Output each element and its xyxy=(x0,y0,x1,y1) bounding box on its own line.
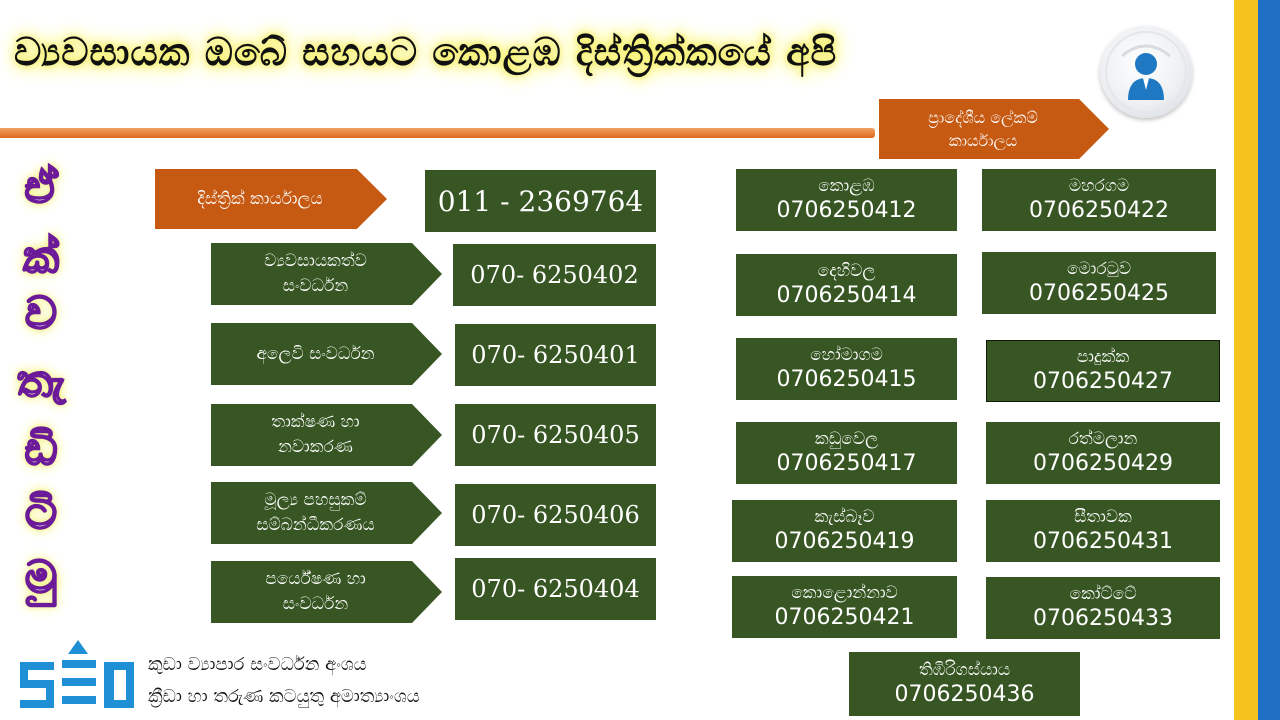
office-box: පාදුක්ක 0706250427 xyxy=(986,340,1220,402)
unit-phone: 070- 6250402 xyxy=(453,244,656,306)
unit-label-line1: ව්‍යවසායකත්ව xyxy=(264,251,367,272)
unit-label: අලෙවි සංවර්ධන xyxy=(211,323,442,385)
office-phone: 0706250427 xyxy=(1033,368,1173,394)
unit-label-line2: සංවර්ධන xyxy=(282,276,349,296)
title-underline xyxy=(0,128,875,138)
unit-label: පර්යේෂණ හා සංවර්ධන xyxy=(211,561,442,623)
footer-division: කුඩා ව්‍යාපාර සංවර්ධන අංශය xyxy=(148,654,367,675)
vertical-letter: ඩි xyxy=(24,423,59,476)
vertical-letter: ඒ xyxy=(24,161,59,214)
office-phone: 0706250425 xyxy=(1029,280,1169,306)
office-name: දෙහිවල xyxy=(817,260,876,281)
office-box: කැස්බෑව 0706250419 xyxy=(732,500,957,562)
office-box: රත්මලාන 0706250429 xyxy=(986,422,1220,484)
office-name: මහරගම xyxy=(1068,175,1130,196)
unit-label-line1: අලෙවි සංවර්ධන xyxy=(256,343,375,364)
office-box: කෝට්ටේ 0706250433 xyxy=(986,577,1220,639)
office-box: දෙහිවල 0706250414 xyxy=(736,254,957,316)
office-name: කොළඹ xyxy=(818,175,875,196)
office-phone: 0706250433 xyxy=(1033,605,1173,631)
vertical-letter: ටි xyxy=(24,487,58,540)
office-name: පාදුක්ක xyxy=(1076,346,1130,367)
office-phone: 0706250429 xyxy=(1033,450,1173,476)
office-box: කොළොන්නාව 0706250421 xyxy=(732,576,957,638)
contact-person-icon xyxy=(1100,26,1192,118)
yellow-stripe xyxy=(1234,0,1258,720)
page-title: ව්‍යවසායක ඔබේ සහයට කොළඹ දිස්ත්‍රික්කයේ අ… xyxy=(14,30,838,74)
unit-label-line1: මූල්‍ය පහසුකම් xyxy=(264,490,367,511)
divisional-secretariat-line2: කාර්යාලය xyxy=(948,131,1018,150)
office-phone: 0706250417 xyxy=(776,450,917,476)
sed-logo-icon xyxy=(20,640,136,712)
unit-label-line2: සංවර්ධන xyxy=(282,594,349,614)
vertical-letter: ව xyxy=(24,287,58,340)
unit-phone: 070- 6250406 xyxy=(455,484,656,546)
divisional-secretariat-label: ප්‍රාදේශීය ලේකම් කාර්යාලය xyxy=(879,99,1109,159)
office-phone: 0706250431 xyxy=(1033,528,1173,554)
unit-phone: 070- 6250405 xyxy=(455,404,656,466)
office-name: රත්මලාන xyxy=(1068,428,1138,449)
office-box: හෝමාගම 0706250415 xyxy=(736,338,957,400)
office-name: කෝට්ටේ xyxy=(1069,583,1137,604)
office-phone: 0706250414 xyxy=(776,282,917,308)
unit-label: ව්‍යවසායකත්ව සංවර්ධන xyxy=(211,243,442,305)
office-name: හෝමාගම xyxy=(810,344,883,365)
office-phone: 0706250421 xyxy=(774,604,915,630)
office-phone: 0706250436 xyxy=(894,681,1035,707)
office-box: කඩුවෙල 0706250417 xyxy=(736,422,957,484)
office-phone: 0706250419 xyxy=(774,528,915,554)
unit-label-line1: තාක්ෂණ හා xyxy=(271,412,360,433)
divisional-secretariat-line1: ප්‍රාදේශීය ලේකම් xyxy=(928,107,1038,127)
unit-label: තාක්ෂණ හා නවාකරණ xyxy=(211,404,442,466)
unit-label-line2: නවාකරණ xyxy=(278,437,353,457)
unit-label-line2: සම්බන්ධීකරණය xyxy=(256,515,375,535)
office-phone: 0706250412 xyxy=(776,197,917,223)
office-phone: 0706250415 xyxy=(776,366,917,392)
district-office-phone: 011 - 2369764 xyxy=(425,170,656,232)
office-box: කොළඹ 0706250412 xyxy=(736,169,957,231)
office-box: මොරටුව 0706250425 xyxy=(982,252,1216,314)
blue-stripe xyxy=(1258,0,1280,720)
office-name: සීතාවක xyxy=(1074,506,1132,527)
district-office-label: දිස්ත්‍රික් කාර්යාලය xyxy=(155,169,387,229)
office-name: කැස්බෑව xyxy=(814,506,875,527)
office-name: මොරටුව xyxy=(1066,258,1132,279)
office-name: කඩුවෙල xyxy=(814,428,879,449)
vertical-letter: තැ xyxy=(16,355,66,408)
unit-phone: 070- 6250404 xyxy=(455,558,656,620)
office-phone: 0706250422 xyxy=(1029,197,1169,223)
office-box: සීතාවක 0706250431 xyxy=(986,500,1220,562)
footer-ministry: ක්‍රීඩා හා තරුණ කටයුතු අමාත්‍යාංශය xyxy=(148,686,420,707)
unit-label: මූල්‍ය පහසුකම් සම්බන්ධීකරණය xyxy=(211,482,442,544)
vertical-letter: මු xyxy=(24,551,58,604)
office-box: තිඹිරිගස්යාය 0706250436 xyxy=(849,652,1080,716)
unit-phone: 070- 6250401 xyxy=(455,324,656,386)
office-name: කොළොන්නාව xyxy=(791,582,898,603)
office-box: මහරගම 0706250422 xyxy=(982,169,1216,231)
unit-label-line1: පර්යේෂණ හා xyxy=(265,569,366,590)
office-name: තිඹිරිගස්යාය xyxy=(918,659,1011,680)
vertical-letter: ක් xyxy=(22,231,60,284)
